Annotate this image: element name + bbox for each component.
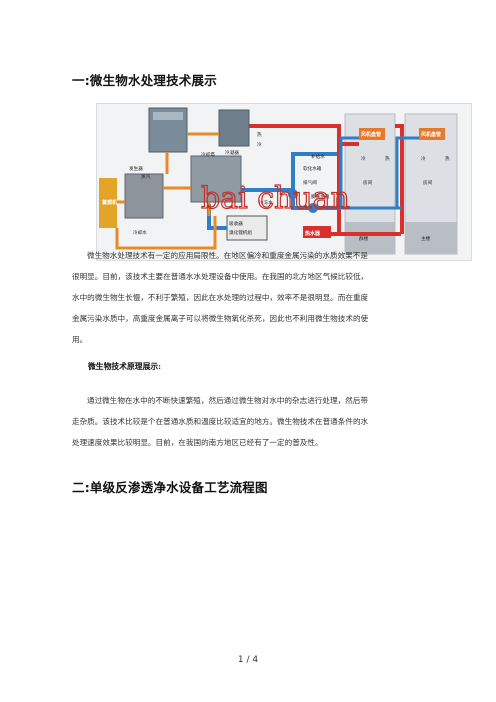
label-condenser: 冷凝器 (225, 149, 239, 156)
label-generator: 发生器 (129, 165, 143, 172)
label-air-vent: 排气阀 (303, 179, 317, 186)
absorption-chiller (190, 155, 242, 203)
label-main-building: 主楼 (421, 235, 431, 242)
label-hot: 热 (257, 131, 262, 138)
label-room-hot-1: 热 (385, 155, 390, 162)
label-room-cold-1: 冷 (361, 155, 366, 162)
para2-line-3: 处理速度效果比较明显。目前，在我国的南方地区已经有了一定的普及性。 (72, 438, 323, 447)
generator-unit (124, 173, 164, 219)
label-room-1: 房间 (363, 179, 373, 186)
label-steam: 蒸汽 (141, 173, 151, 180)
cooling-tower-top (153, 112, 183, 120)
fan-coil-1 (359, 128, 385, 140)
label-heat-exchanger-sub: 溴化锂机组 (229, 229, 252, 236)
label-boiler: 蓄燃机 (102, 199, 117, 206)
label-expansion-tank: 膨胀水箱 (311, 193, 330, 200)
label-hot-water-heater: 热水器 (305, 230, 321, 237)
label-cold: 冷 (257, 141, 262, 148)
label-chilled-water: 冷冻水 (259, 199, 273, 206)
pump-icon (288, 189, 298, 199)
para1-line-3: 水中的微生物生长慢，不利于繁殖，因此在水处理的过程中，效率不是很明显。而在重度 (72, 293, 369, 302)
label-heat-exchanger: 吸收器 (229, 220, 243, 227)
annex-base (345, 222, 395, 254)
para1-line-5: 用。 (72, 335, 88, 344)
diagram-canvas: 冷却塔 冷凝器 热 冷 发生器 蒸汽 蓄燃机 冷却水 冷冻水 吸收器 溴化锂机组… (99, 107, 458, 255)
boiler-block (99, 178, 117, 228)
label-fan-coil-1: 风机盘管 (361, 131, 381, 138)
condenser-unit (218, 109, 250, 147)
para1-line-4: 金属污染水质中，高重度金属离子可以将微生物氧化杀死，因此也不利用微生物技术的使 (72, 314, 369, 323)
page-number: 1 / 4 (237, 655, 259, 665)
label-cooling-water: 冷却水 (133, 229, 147, 236)
watermark-text: bai chuan (201, 181, 350, 216)
pump-icon-2 (308, 203, 318, 213)
label-annex-building: 群楼 (359, 235, 369, 242)
para1-line-2: 很明显。目前，该技术主要在普通水水处理设备中使用。在我国的北方地区气候比较低， (72, 272, 369, 281)
label-fan-coil-2: 风机盘管 (421, 131, 441, 138)
label-room-cold-2: 冷 (421, 155, 426, 162)
water-system-diagram: 冷却塔 冷凝器 热 冷 发生器 蒸汽 蓄燃机 冷却水 冷冻水 吸收器 溴化锂机组… (96, 103, 472, 261)
hot-water-heater (303, 226, 331, 238)
section2-title: 二:单级反渗透净水设备工艺流程图 (72, 480, 268, 495)
para2-line-2: 走杂质。该技术比较是个在普通水质和温度比较适宜的地方。微生物技术在普通条件的水 (72, 417, 369, 426)
label-softened-water: 软化水箱 (303, 165, 322, 172)
section1-title: 一:微生物水处理技术展示 (72, 73, 217, 88)
fan-coil-2 (419, 128, 445, 140)
label-cooling-tower: 冷却塔 (201, 151, 215, 158)
para1-line-1: 微生物水处理技术有一定的应用局限性。在地区偏冷和重度金属污染的水质效果不是 (87, 251, 368, 260)
label-room-hot-2: 热 (445, 155, 450, 162)
hot-pipe-2 (395, 124, 404, 234)
cooling-water-pipe (115, 132, 219, 250)
label-room-2: 房间 (423, 179, 433, 186)
para2-line-1: 通过微生物在水中的不断快速繁殖，然后通过微生物对水中的杂志进行处理，然后带 (87, 396, 368, 405)
main-base (405, 222, 457, 254)
subheading: 微生物技术原理展示: (88, 362, 162, 371)
label-makeup-water: 补给水 (311, 153, 325, 160)
cold-pipe-3 (341, 136, 419, 210)
heat-exchanger-box (226, 215, 268, 241)
cold-pipe-2 (339, 136, 359, 208)
